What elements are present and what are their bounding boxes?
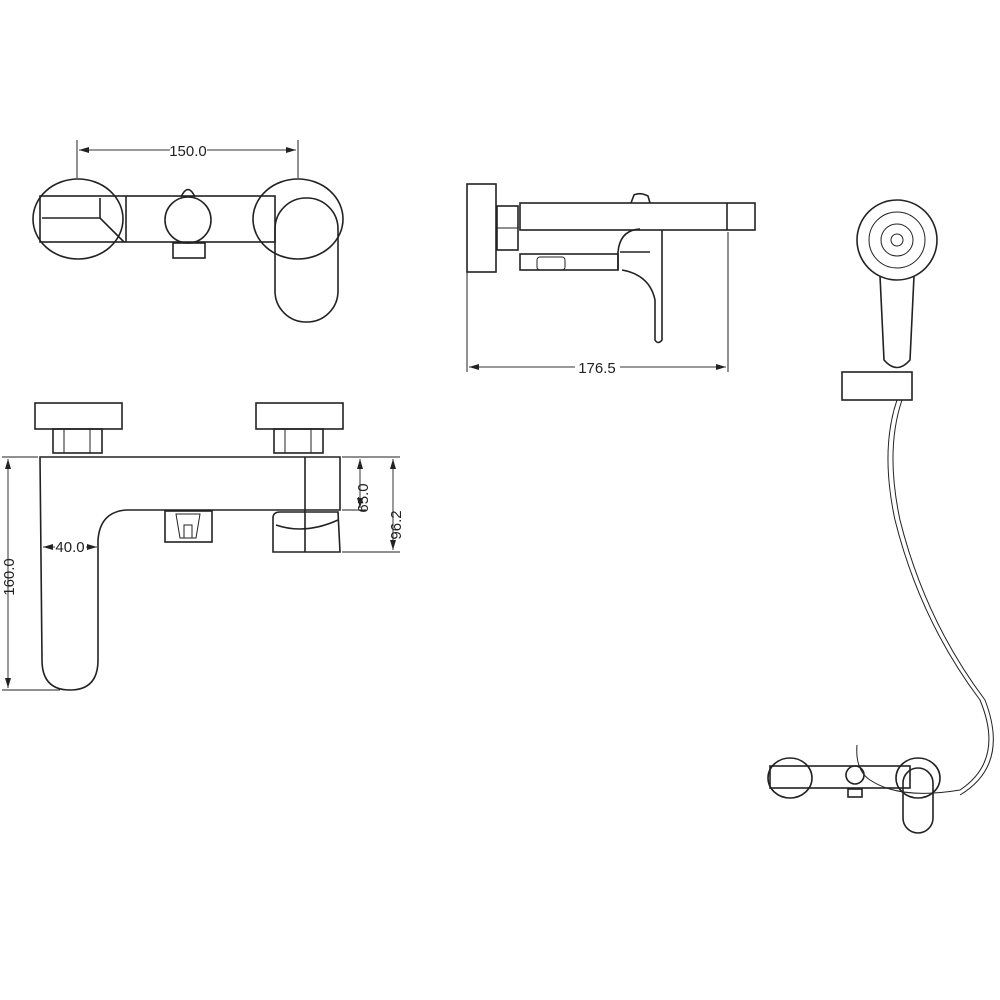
diverter-knob: [164, 196, 212, 244]
right-rosette: [252, 178, 344, 260]
dim-total-height: 160.0: [1, 558, 18, 596]
top-view: 150.0: [32, 140, 344, 323]
shower-holder: [841, 371, 913, 401]
dim-side-depth: 176.5: [578, 360, 616, 377]
shower-set-view: [767, 199, 994, 834]
shower-head: [856, 199, 938, 281]
dim-top-width: 150.0: [169, 143, 207, 160]
dim-upper-height: 65.0: [355, 483, 372, 512]
front-view: 160.0 40.0 65.0 96.2: [1, 402, 405, 691]
mixer-body: [39, 195, 276, 243]
side-view: 176.5: [466, 183, 756, 377]
mixer-body-front: [39, 456, 341, 691]
dim-spout-height: 96.2: [388, 510, 405, 539]
lever-handle: [274, 197, 339, 323]
left-rosette: [32, 178, 124, 260]
dim-spout-width: 40.0: [55, 539, 84, 556]
